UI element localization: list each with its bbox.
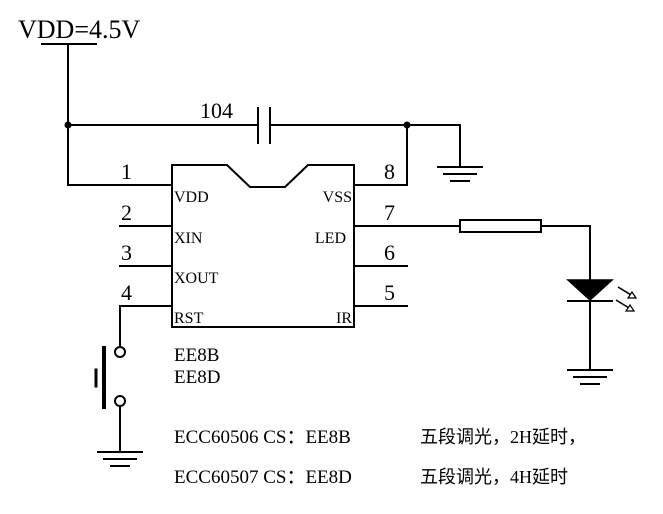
part-name-ee8b: EE8B bbox=[174, 345, 219, 366]
supply-label: VDD=4.5V bbox=[18, 15, 140, 44]
pin-number-6: 6 bbox=[384, 240, 395, 265]
switch-terminal-top bbox=[114, 346, 126, 358]
ground-switch-icon bbox=[97, 451, 143, 467]
pin-number-7: 7 bbox=[384, 200, 395, 225]
pin-number-1: 1 bbox=[121, 159, 132, 184]
led-diode-icon bbox=[566, 279, 614, 302]
ground-led-icon bbox=[567, 369, 613, 385]
note-code-1: ECC60506 CS：EE8B bbox=[174, 427, 351, 448]
note-desc-2: 五段调光，4H延时 bbox=[420, 467, 568, 487]
capacitor-label: 104 bbox=[200, 98, 233, 123]
resistor bbox=[459, 219, 542, 233]
pin-number-5: 5 bbox=[384, 280, 395, 305]
pin-name-vdd: VDD bbox=[174, 189, 209, 206]
pin-number-3: 3 bbox=[121, 240, 132, 265]
pin-number-2: 2 bbox=[121, 200, 132, 225]
part-name-ee8d: EE8D bbox=[174, 367, 220, 388]
pin-name-ir: IR bbox=[336, 310, 352, 327]
note-code-2: ECC60507 CS：EE8D bbox=[174, 467, 352, 488]
ground-top-icon bbox=[437, 166, 483, 182]
led-light-arrows-icon bbox=[615, 286, 638, 312]
pin-name-rst: RST bbox=[174, 310, 204, 327]
note-desc-1: 五段调光，2H延时， bbox=[420, 427, 586, 447]
pin-name-vss: VSS bbox=[323, 189, 352, 206]
pin-number-8: 8 bbox=[384, 159, 395, 184]
pin-name-xout: XOUT bbox=[174, 270, 219, 287]
pin-name-xin: XIN bbox=[174, 230, 203, 247]
pin-number-4: 4 bbox=[121, 280, 132, 305]
ic-body bbox=[171, 164, 355, 328]
switch-terminal-bottom bbox=[114, 395, 126, 407]
pin-name-led: LED bbox=[315, 230, 346, 247]
